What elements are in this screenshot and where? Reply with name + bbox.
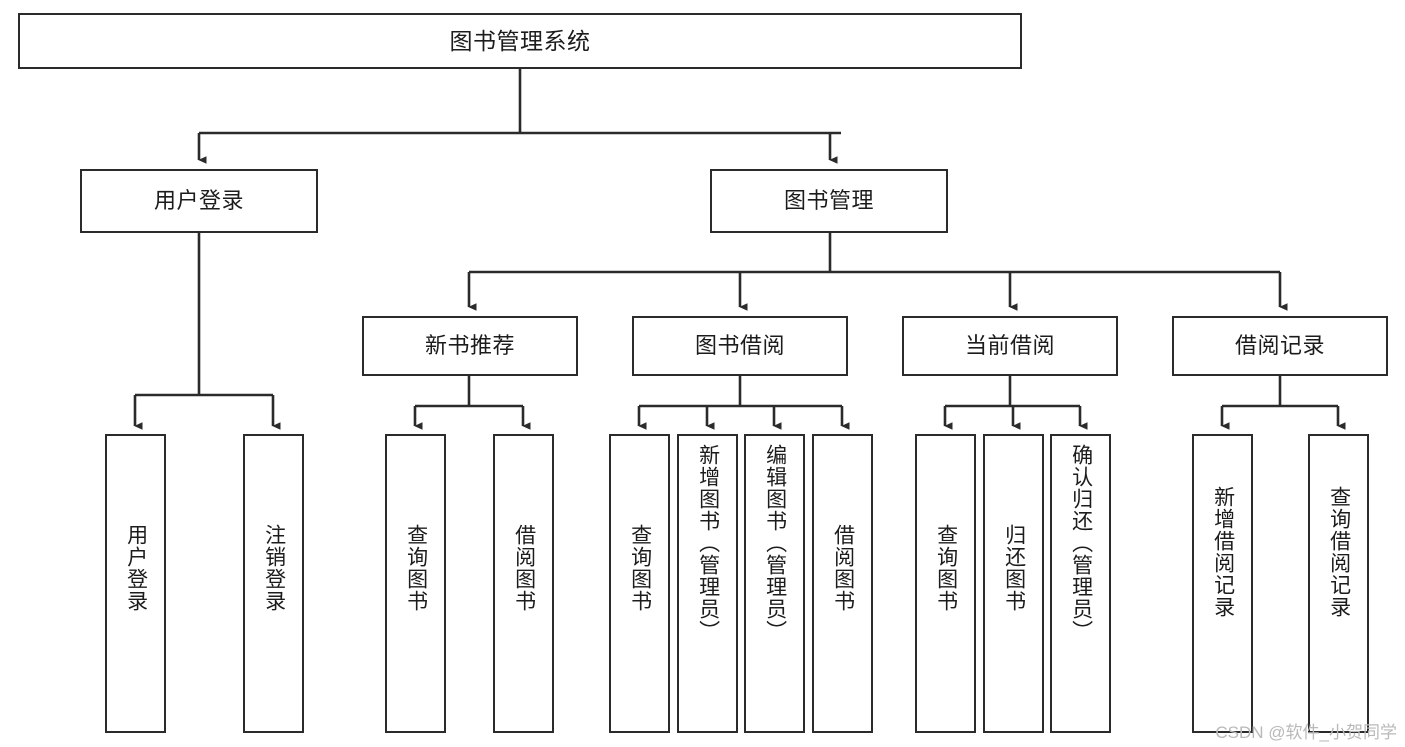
leaf-user-login[interactable]: 用户登录 — [105, 434, 166, 733]
node-borrowing-record-label: 借阅记录 — [1234, 333, 1325, 359]
leaf-borrowing-query-book-label: 查询图书 — [628, 524, 652, 612]
leaf-recommendation-borrow-book[interactable]: 借阅图书 — [493, 434, 554, 733]
edges-current-borrow-to-leaves — [943, 376, 1088, 430]
csdn-watermark: CSDN @软件_小贺同学 — [1215, 723, 1397, 742]
node-user-login[interactable]: 用户登录 — [80, 169, 318, 233]
leaf-borrowing-query-book[interactable]: 查询图书 — [609, 434, 670, 733]
node-current-borrowing[interactable]: 当前借阅 — [902, 316, 1118, 376]
leaf-borrowing-add-book-admin[interactable]: 新增图书（管理员） — [677, 434, 738, 733]
leaf-current-query-book-label: 查询图书 — [934, 524, 958, 612]
leaf-borrowing-add-book-admin-label: 新增图书（管理员） — [696, 444, 720, 642]
edges-book-manage-to-level3 — [467, 233, 1288, 311]
edges-book-borrow-to-leaves — [637, 376, 850, 430]
leaf-record-query-borrowing-record[interactable]: 查询借阅记录 — [1308, 434, 1369, 733]
node-new-book-recommendation-label: 新书推荐 — [424, 333, 515, 359]
node-borrowing-record[interactable]: 借阅记录 — [1172, 316, 1388, 376]
leaf-current-query-book[interactable]: 查询图书 — [915, 434, 976, 733]
node-root-system-label: 图书管理系统 — [449, 27, 591, 54]
node-current-borrowing-label: 当前借阅 — [964, 333, 1055, 359]
edges-root-to-level2 — [197, 69, 841, 164]
leaf-user-logout-label: 注销登录 — [262, 524, 286, 612]
edges-user-login-to-leaves — [133, 233, 281, 430]
node-user-login-label: 用户登录 — [153, 188, 244, 214]
leaf-record-query-borrowing-record-label: 查询借阅记录 — [1327, 486, 1351, 618]
leaf-recommendation-borrow-book-label: 借阅图书 — [512, 524, 536, 612]
leaf-record-add-borrowing-record-label: 新增借阅记录 — [1211, 486, 1235, 618]
leaf-borrowing-borrow-book[interactable]: 借阅图书 — [812, 434, 873, 733]
edges-new-book-rec-to-leaves — [413, 376, 531, 430]
node-book-management[interactable]: 图书管理 — [710, 169, 948, 233]
node-book-management-label: 图书管理 — [783, 188, 874, 214]
leaf-user-logout[interactable]: 注销登录 — [243, 434, 304, 733]
leaf-recommendation-query-book[interactable]: 查询图书 — [385, 434, 446, 733]
leaf-record-add-borrowing-record[interactable]: 新增借阅记录 — [1192, 434, 1253, 733]
node-new-book-recommendation[interactable]: 新书推荐 — [362, 316, 578, 376]
leaf-current-return-book-label: 归还图书 — [1002, 524, 1026, 612]
node-book-borrowing[interactable]: 图书借阅 — [632, 316, 848, 376]
leaf-recommendation-query-book-label: 查询图书 — [404, 524, 428, 612]
leaf-current-return-book[interactable]: 归还图书 — [983, 434, 1044, 733]
leaf-current-confirm-return-admin[interactable]: 确认归还（管理员） — [1050, 434, 1111, 733]
leaf-borrowing-edit-book-admin[interactable]: 编辑图书（管理员） — [744, 434, 805, 733]
node-book-borrowing-label: 图书借阅 — [694, 333, 785, 359]
leaf-current-confirm-return-admin-label: 确认归还（管理员） — [1069, 444, 1093, 642]
edges-borrow-record-to-leaves — [1220, 376, 1346, 430]
node-root-system[interactable]: 图书管理系统 — [18, 13, 1022, 69]
leaf-borrowing-edit-book-admin-label: 编辑图书（管理员） — [763, 444, 787, 642]
leaf-borrowing-borrow-book-label: 借阅图书 — [831, 524, 855, 612]
leaf-user-login-label: 用户登录 — [124, 524, 148, 612]
